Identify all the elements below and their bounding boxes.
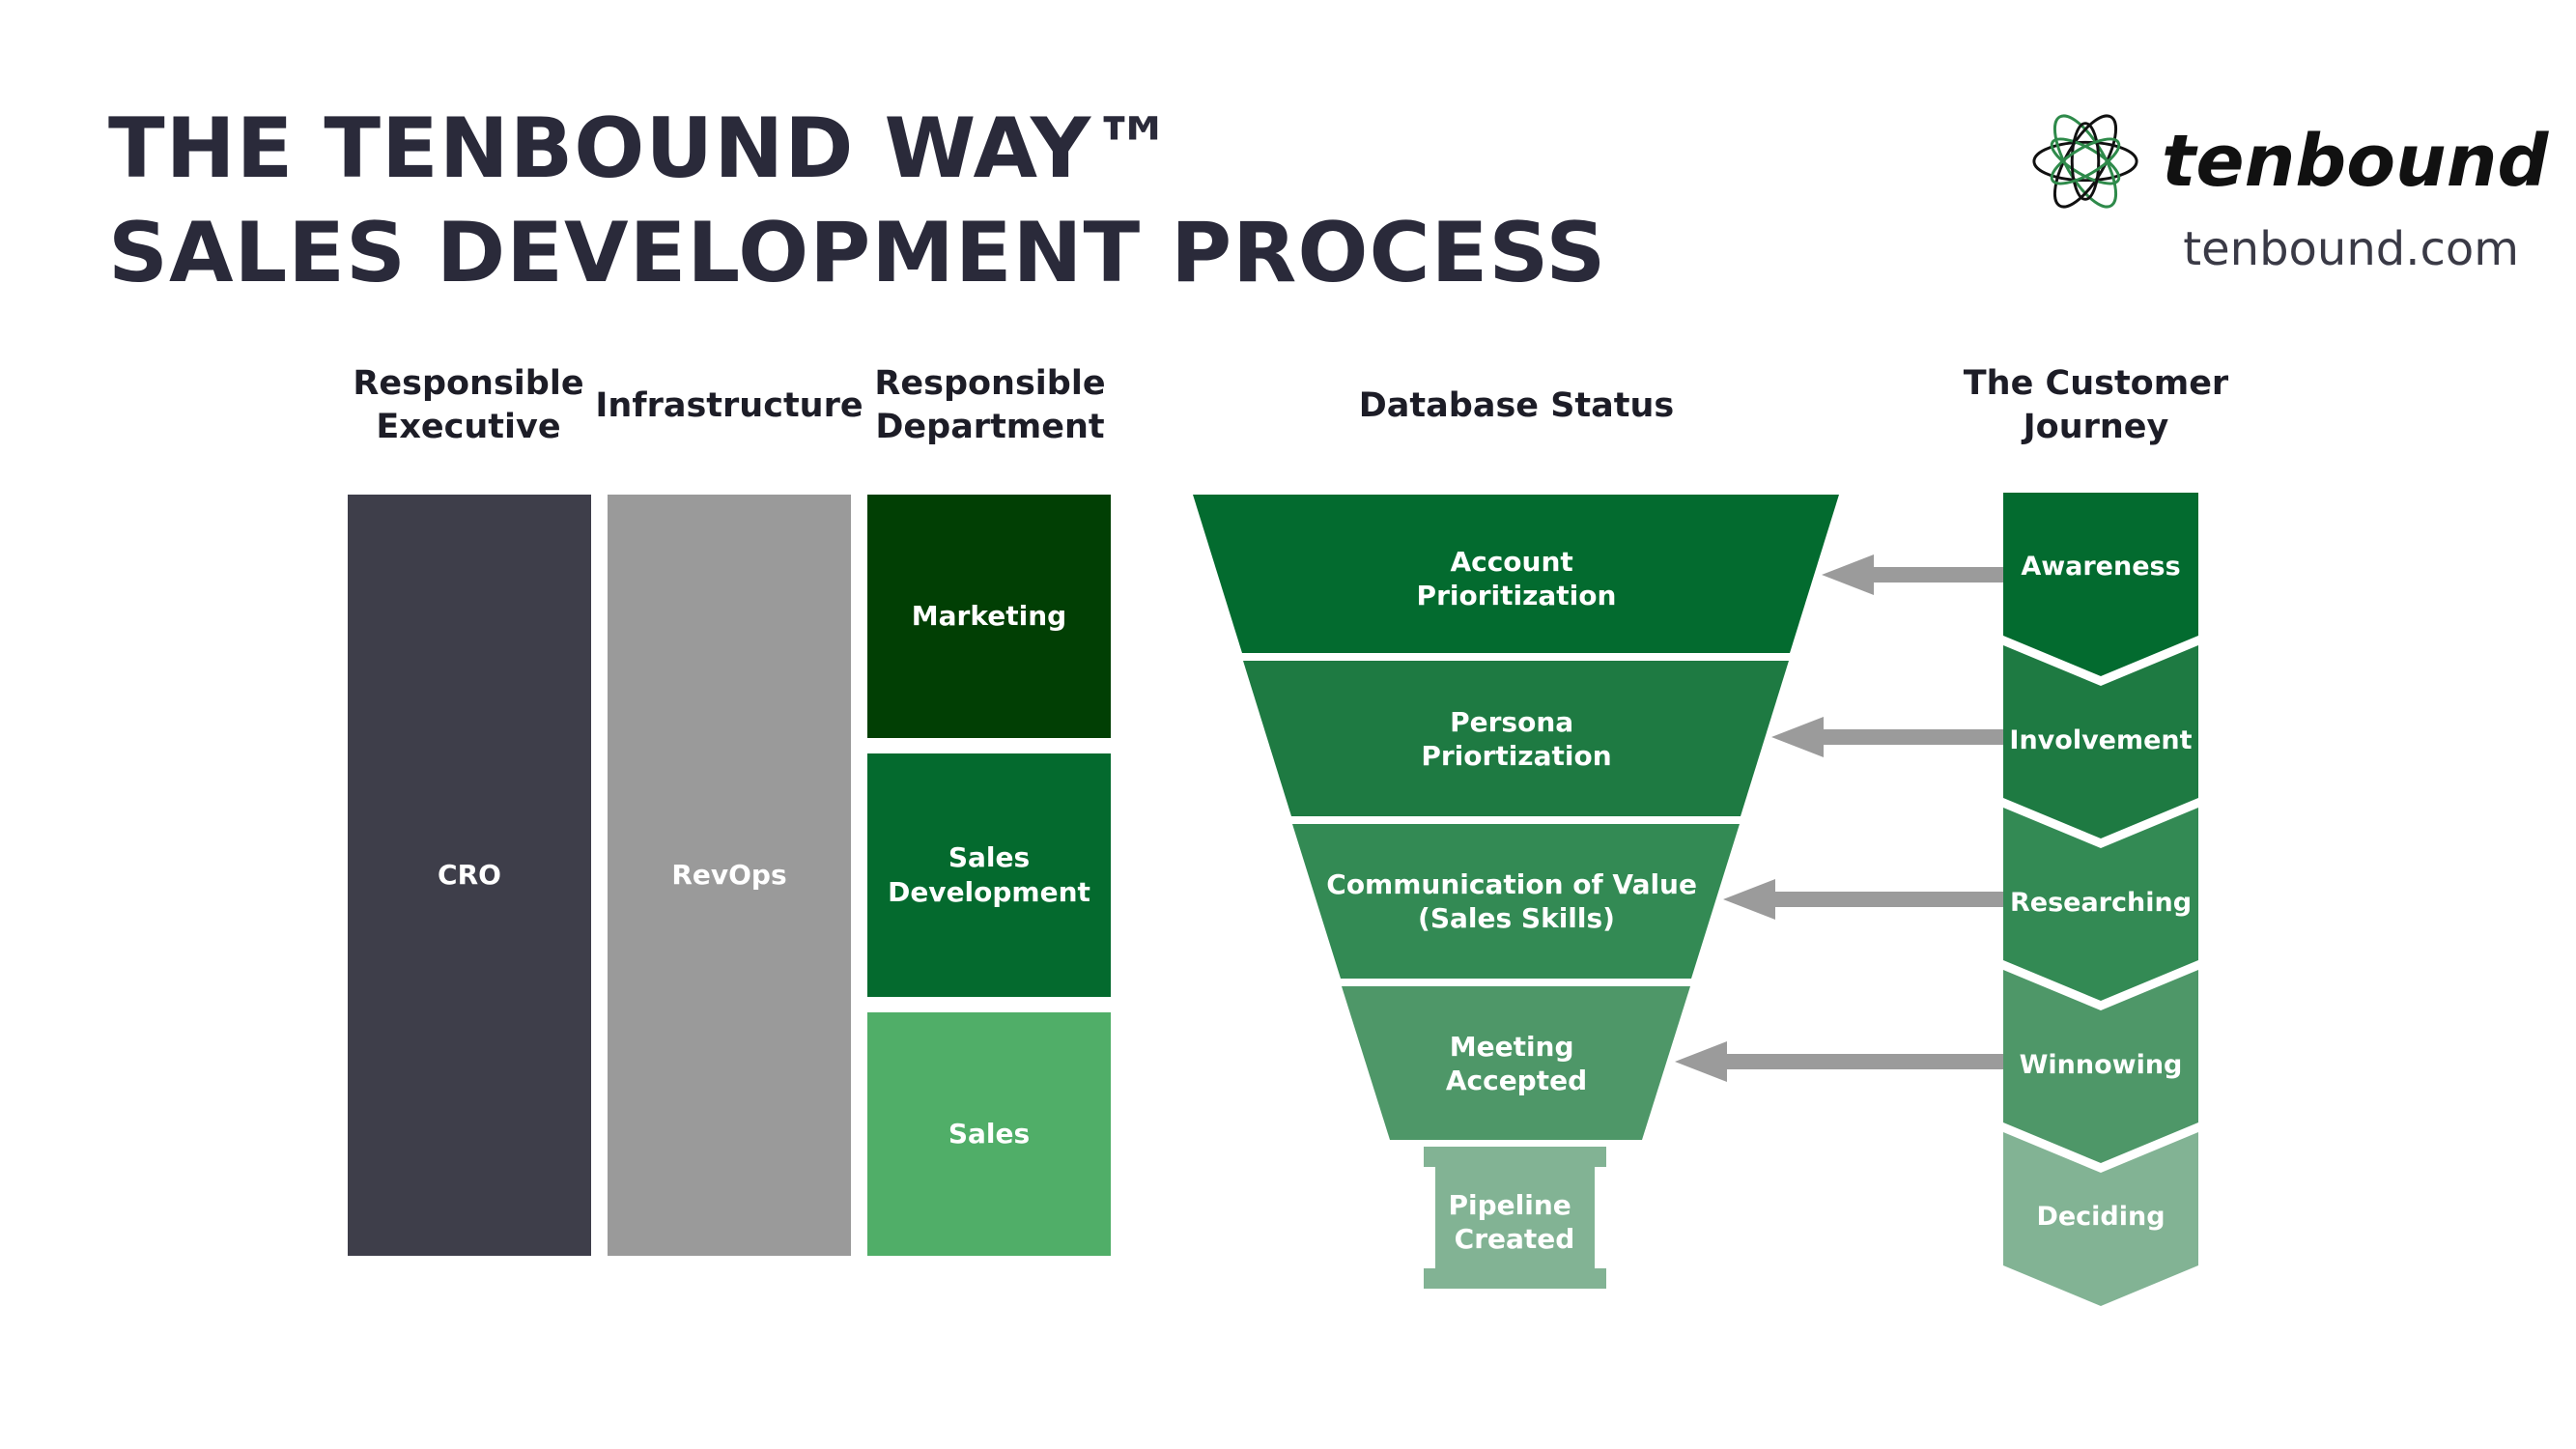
journey-stage-researching <box>2003 808 2198 1001</box>
department-marketing: Marketing <box>867 495 1111 738</box>
atom-logo-icon <box>2032 114 2138 209</box>
arrow-awareness-to-account <box>1822 554 2003 595</box>
funnel-stage-communication-of-value <box>1292 824 1740 979</box>
department-sales-development: Sales Development <box>867 753 1111 997</box>
funnel-label-account-prioritization: Account Prioritization <box>1417 546 1617 611</box>
funnel-label-persona-prioritization: Persona Priortization <box>1421 706 1611 772</box>
infrastructure-block-revops: RevOps <box>608 495 851 1256</box>
pipeline-created-block <box>1424 1147 1606 1289</box>
pipeline-label: Pipeline Created <box>1448 1189 1580 1255</box>
header-infrastructure: Infrastructure <box>595 385 863 425</box>
journey-stage-involvement <box>2003 645 2198 838</box>
funnel-stage-persona-prioritization <box>1243 661 1789 816</box>
title-line-2: SALES DEVELOPMENT PROCESS <box>108 205 1607 301</box>
logo-url: tenbound.com <box>2183 222 2519 276</box>
journey-label-deciding: Deciding <box>2036 1202 2165 1232</box>
journey-stage-deciding <box>2003 1132 2198 1306</box>
journey-label-awareness: Awareness <box>2021 552 2180 582</box>
arrow-researching-to-communication <box>1723 879 2003 920</box>
header-responsible-department: Responsible Department <box>874 364 1106 446</box>
tenbound-logo: tenbound tenbound.com <box>2028 104 2548 288</box>
journey-label-researching: Researching <box>2010 888 2192 918</box>
logo-wordmark: tenbound <box>2162 120 2549 203</box>
title-line-1: THE TENBOUND WAY™ <box>108 100 1176 197</box>
funnel-stage-meeting-accepted <box>1342 986 1690 1140</box>
funnel-stage-account-prioritization <box>1193 495 1839 653</box>
arrow-involvement-to-persona <box>1771 717 2003 757</box>
page-title: THE TENBOUND WAY™ SALES DEVELOPMENT PROC… <box>108 97 1606 305</box>
arrow-winnowing-to-meeting <box>1675 1041 2003 1082</box>
funnel-label-meeting-accepted: Meeting Accepted <box>1446 1031 1587 1096</box>
header-responsible-executive: Responsible Executive <box>353 364 584 446</box>
department-sales: Sales <box>867 1012 1111 1256</box>
funnel-label-communication-of-value: Communication of Value (Sales Skills) <box>1326 868 1706 934</box>
executive-block-cro: CRO <box>348 495 591 1256</box>
journey-label-winnowing: Winnowing <box>2020 1050 2183 1080</box>
header-customer-journey: The Customer Journey <box>1963 364 2229 446</box>
journey-stage-winnowing <box>2003 970 2198 1163</box>
journey-stage-awareness <box>2003 493 2198 676</box>
header-database-status: Database Status <box>1358 385 1675 425</box>
journey-label-involvement: Involvement <box>2009 725 2192 755</box>
